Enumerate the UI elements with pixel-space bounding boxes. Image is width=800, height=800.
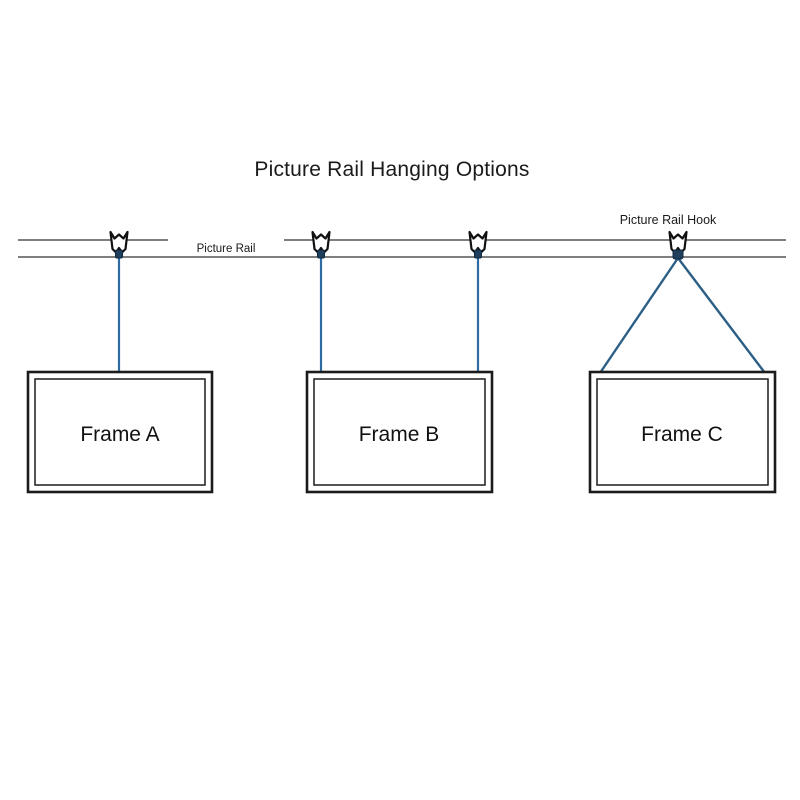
frame-c[interactable]: Frame C	[588, 370, 777, 494]
hook-frame-b-left[interactable]	[311, 230, 331, 259]
hook-frame-c[interactable]	[668, 230, 688, 260]
hook-icon	[668, 230, 688, 254]
frame-a-label: Frame A	[80, 423, 159, 446]
hook-frame-a[interactable]	[109, 230, 129, 259]
hanging-wires	[117, 256, 766, 374]
hook-frame-b-right[interactable]	[468, 230, 488, 259]
hook-stem	[474, 249, 482, 259]
frame-b-label: Frame B	[359, 423, 440, 446]
hook-stem	[672, 249, 684, 260]
hook-stem	[317, 249, 325, 259]
hook-stem	[115, 249, 123, 259]
page-title: Picture Rail Hanging Options	[254, 158, 529, 181]
picture-rail: Picture Rail	[18, 238, 786, 258]
frame-b[interactable]: Frame B	[305, 370, 494, 494]
hook-icon	[109, 230, 129, 254]
frame-c-label: Frame C	[641, 423, 723, 446]
wire-frame-c-left	[599, 257, 679, 374]
wire-frame-c-right	[677, 257, 766, 374]
rail-label-backdrop	[168, 238, 284, 255]
frame-c-inner-border	[596, 378, 769, 486]
frame-b-inner-border	[313, 378, 486, 486]
frame-a[interactable]: Frame A	[26, 370, 214, 494]
rail-label: Picture Rail	[197, 243, 256, 255]
picture-rail-hook-label: Picture Rail Hook	[620, 213, 717, 227]
hook-icon	[468, 230, 488, 254]
frame-a-inner-border	[34, 378, 206, 486]
hook-icon	[311, 230, 331, 254]
